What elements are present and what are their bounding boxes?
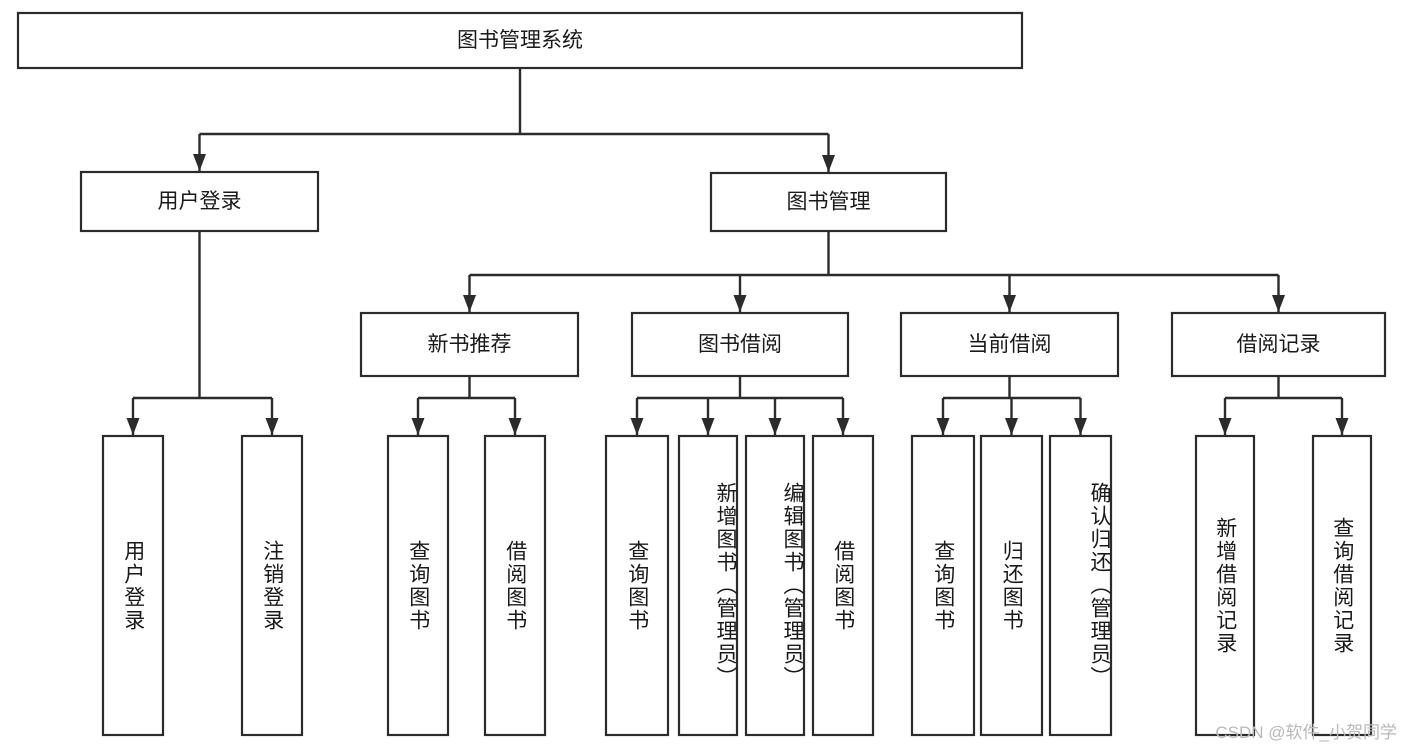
arrow-head [822, 155, 835, 172]
arrow-head [193, 154, 206, 171]
node-leaf-query-book-3[interactable] [910, 434, 976, 737]
node-box [240, 434, 304, 737]
node-leaf-add-book[interactable] [677, 434, 739, 737]
arrow-head [1272, 295, 1285, 312]
node-label: 借阅记录 [1237, 333, 1321, 356]
arrow-head [1074, 418, 1087, 435]
node-label: 当前借阅 [968, 333, 1052, 356]
node-box [1194, 434, 1256, 737]
node-box [604, 434, 670, 737]
node-label: 图书借阅 [698, 333, 782, 356]
node-box [1048, 434, 1113, 737]
node-box [744, 434, 806, 737]
arrow-head [463, 295, 476, 312]
node-box [677, 434, 739, 737]
node-leaf-borrow-book-1[interactable] [483, 434, 547, 737]
node-box [16, 11, 1024, 70]
node-label: 图书管理 [787, 191, 871, 214]
node-borrow-record[interactable]: 借阅记录 [1170, 311, 1387, 378]
node-leaf-query-book-1[interactable] [386, 434, 450, 737]
node-book-manage[interactable]: 图书管理 [709, 171, 948, 233]
node-current-borrow[interactable]: 当前借阅 [899, 311, 1120, 378]
node-box [811, 434, 875, 737]
node-leaf-edit-book[interactable] [744, 434, 806, 737]
node-user-login[interactable]: 用户登录 [79, 170, 320, 233]
node-box [483, 434, 547, 737]
node-root[interactable]: 图书管理系统 [16, 11, 1024, 70]
arrow-head [733, 295, 747, 312]
node-label: 图书管理系统 [457, 29, 583, 52]
node-leaf-add-record[interactable] [1194, 434, 1256, 737]
node-box [899, 311, 1120, 378]
node-box [709, 171, 948, 233]
node-box [630, 311, 850, 378]
arrow-head [126, 418, 140, 435]
node-leaf-query-book-2[interactable] [604, 434, 670, 737]
arrow-head [1005, 418, 1018, 435]
node-box [1311, 434, 1373, 737]
node-box [359, 311, 580, 378]
node-leaf-borrow-book-2[interactable] [811, 434, 875, 737]
node-book-borrow[interactable]: 图书借阅 [630, 311, 850, 378]
arrow-head [836, 418, 850, 435]
node-leaf-confirm-return[interactable] [1048, 434, 1113, 737]
node-label: 用户登录 [158, 190, 242, 213]
node-box [79, 170, 320, 233]
node-leaf-return-book[interactable] [979, 434, 1044, 737]
node-box [910, 434, 976, 737]
arrow-head [630, 418, 644, 435]
arrow-head [768, 418, 782, 435]
arrow-head [1335, 418, 1349, 435]
node-box [1170, 311, 1387, 378]
arrow-head [1218, 418, 1232, 435]
connector-group [126, 68, 1349, 435]
arrow-head [411, 418, 425, 435]
arrow-head [1003, 295, 1016, 312]
node-leaf-query-record[interactable] [1311, 434, 1373, 737]
node-leaf-user-logout[interactable] [240, 434, 304, 737]
node-label: 新书推荐 [428, 333, 512, 356]
arrow-head [265, 418, 279, 435]
arrow-head [936, 418, 950, 435]
node-new-book-rec[interactable]: 新书推荐 [359, 311, 580, 378]
node-box [979, 434, 1044, 737]
node-box [101, 434, 165, 737]
node-box [386, 434, 450, 737]
arrow-head [701, 418, 715, 435]
arrow-head [508, 418, 522, 435]
node-leaf-user-login[interactable] [101, 434, 165, 737]
watermark-text: CSDN @软件_小贺同学 [1215, 723, 1397, 742]
